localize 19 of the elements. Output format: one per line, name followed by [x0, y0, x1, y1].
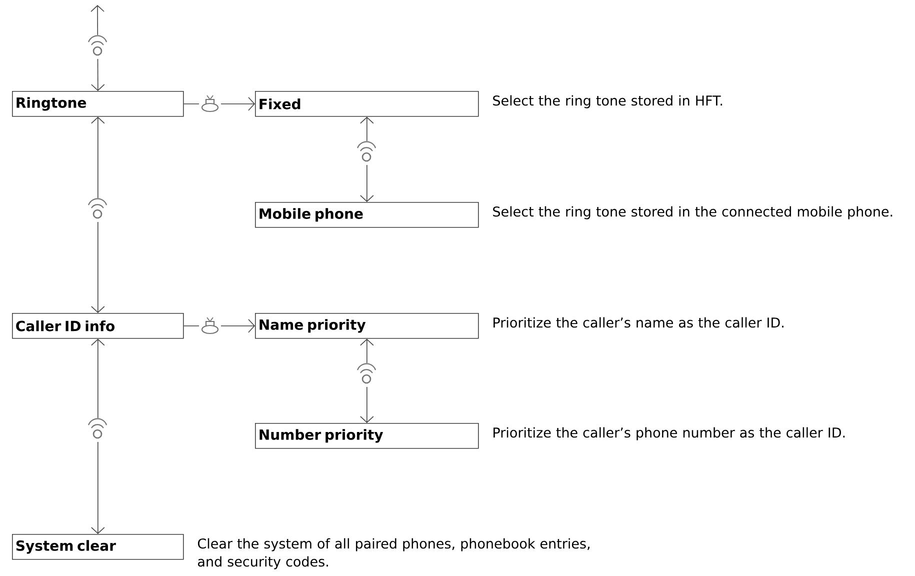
description-text: Select the ring tone stored in HFT.: [493, 95, 722, 108]
menu-box: Fixed: [255, 91, 479, 117]
arrow: [183, 319, 255, 333]
menu-box: Number priority: [255, 423, 479, 449]
menu-box: System clear: [12, 534, 184, 560]
menu-box: Caller ID info: [12, 313, 184, 339]
description-text: Clear the system of all paired phones, phonebook entries, and security codes.: [198, 538, 590, 570]
arrow: [90, 5, 105, 91]
arrow: [360, 338, 374, 423]
arrow: [183, 97, 255, 111]
arrow: [91, 116, 105, 313]
description-text: Select the ring tone stored in the connected mobile phone.: [493, 206, 892, 220]
menu-box: Mobile phone: [255, 202, 479, 228]
arrow: [360, 116, 374, 202]
menu-box: Name priority: [255, 313, 479, 339]
arrow: [91, 338, 105, 534]
menu-box: Ringtone: [12, 91, 184, 117]
description-text: Prioritize the caller’s name as the caller ID.: [494, 317, 784, 328]
description-text: Prioritize the caller’s phone number as the caller ID.: [494, 427, 845, 440]
